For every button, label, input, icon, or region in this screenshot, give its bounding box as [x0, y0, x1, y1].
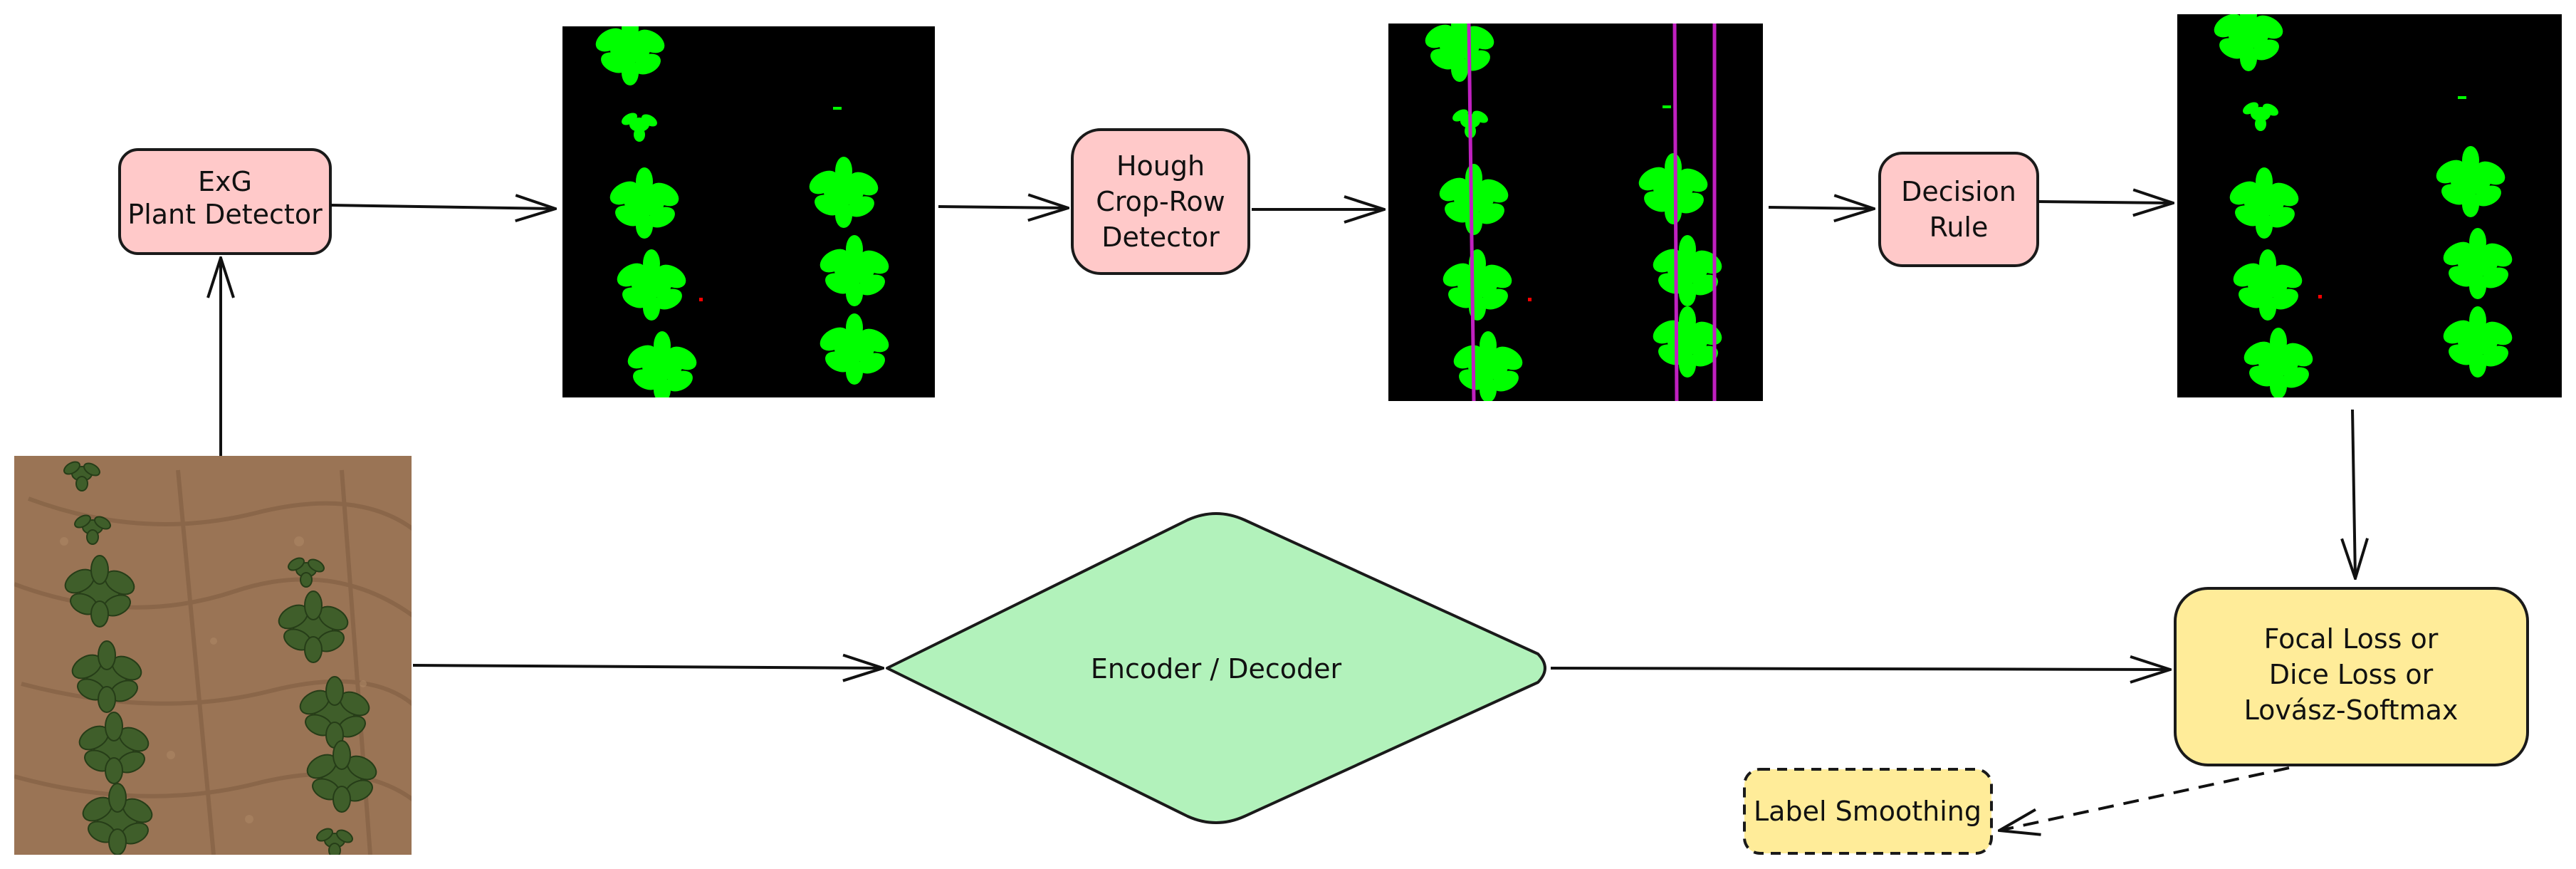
node-label-line: Dice Loss or	[2269, 659, 2434, 690]
field-photo	[14, 456, 412, 855]
arrow-loss-to-label-smoothing	[1999, 766, 2290, 831]
plant-mask-image	[562, 26, 935, 397]
node-label-line: Crop-Row	[1096, 186, 1225, 217]
node-label-line: Plant Detector	[127, 199, 323, 230]
node-label-line: Label Smoothing	[1754, 796, 1981, 827]
node-label-line: Rule	[1930, 212, 1989, 243]
arrow-encoder-to-loss	[1550, 668, 2170, 670]
loss-function-node: Focal Loss or Dice Loss or Lovász-Softma…	[2174, 587, 2529, 766]
crop-row-lines-image	[1388, 23, 1763, 402]
arrow-mask-to-hough	[938, 207, 1068, 208]
node-label-line: ExG	[198, 166, 252, 197]
hough-row-lines	[1467, 23, 1717, 402]
node-label-line: Hough	[1116, 150, 1205, 182]
label-smoothing-node: Label Smoothing	[1743, 768, 1993, 855]
decision-rule-node: Decision Rule	[1878, 152, 2039, 267]
hough-crop-row-detector-node: Hough Crop-Row Detector	[1071, 128, 1250, 275]
center-marker	[699, 298, 703, 301]
exg-plant-detector-node: ExG Plant Detector	[118, 148, 332, 255]
node-label-line: Lovász-Softmax	[2244, 694, 2459, 726]
arrow-photo-to-encoder	[412, 665, 883, 668]
node-label-line: Detector	[1101, 222, 1220, 253]
arrow-output-to-loss	[2352, 409, 2355, 578]
connector-arrows	[221, 202, 2355, 831]
arrow-exg-to-mask	[330, 205, 555, 209]
node-label-line: Encoder / Decoder	[1091, 653, 1342, 685]
node-label-line: Decision	[1901, 176, 2016, 207]
arrow-rows-to-decision	[1768, 207, 1874, 209]
encoder-decoder-node: Encoder / Decoder	[886, 512, 1546, 824]
decision-output-image	[2177, 14, 2562, 397]
arrow-decision-to-output	[2037, 202, 2173, 203]
node-label-line: Focal Loss or	[2264, 623, 2439, 655]
